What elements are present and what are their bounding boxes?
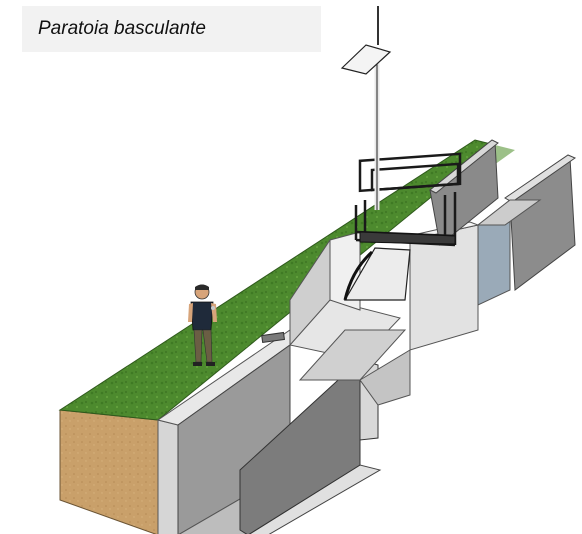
gate-walkway [359, 231, 456, 245]
person-figure [188, 284, 217, 366]
solar-panel [340, 44, 392, 75]
pipe-outlet [261, 331, 286, 344]
gate-curve [343, 250, 374, 301]
left-channel-wall [157, 419, 179, 534]
caption-box: Paratoia basculante [22, 6, 321, 52]
upstream-floor [476, 199, 542, 226]
tilting-gate-leaf [343, 247, 411, 301]
diagram-caption: Paratoia basculante [38, 18, 206, 39]
upstream-back-wall-top [429, 139, 499, 194]
chamber-left-side [289, 238, 331, 347]
spillway-floor [298, 329, 407, 381]
embankment-soil [59, 409, 159, 534]
chamber-right-lower [359, 349, 411, 406]
